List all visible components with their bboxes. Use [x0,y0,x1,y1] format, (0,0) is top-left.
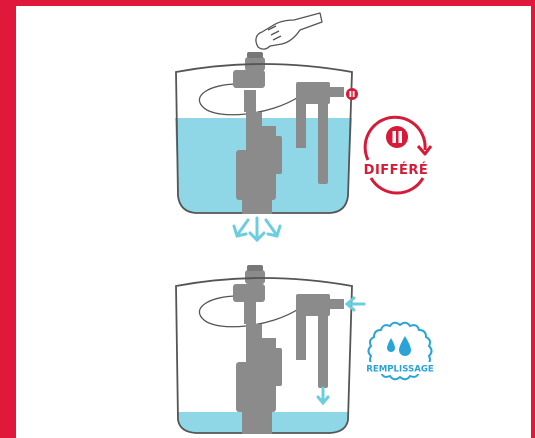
frame-top-bar [0,0,535,6]
water-fill-arrow [318,388,328,403]
differe-label: DIFFÉRÉ [364,162,429,178]
inlet-pause-marker [346,88,358,100]
fill-valve [296,294,344,388]
remplissage-badge: REMPLISSAGE [355,323,445,380]
frame-left-bar [0,0,16,438]
flush-valve [233,284,282,434]
tank-bottom-panel: REMPLISSAGE [176,265,445,434]
frame-right-bar [531,0,535,438]
flush-button-cap [247,265,263,271]
differe-badge: DIFFÉRÉ [364,117,431,193]
hand-icon [256,13,322,49]
pause-icon [386,126,408,148]
remplissage-label: REMPLISSAGE [366,365,434,375]
flush-button [245,270,265,284]
tank-top-panel: DIFFÉRÉ [175,13,431,240]
water-out-arrows [234,218,280,240]
flush-button-cap [247,52,263,58]
water-in-arrow [347,298,364,310]
